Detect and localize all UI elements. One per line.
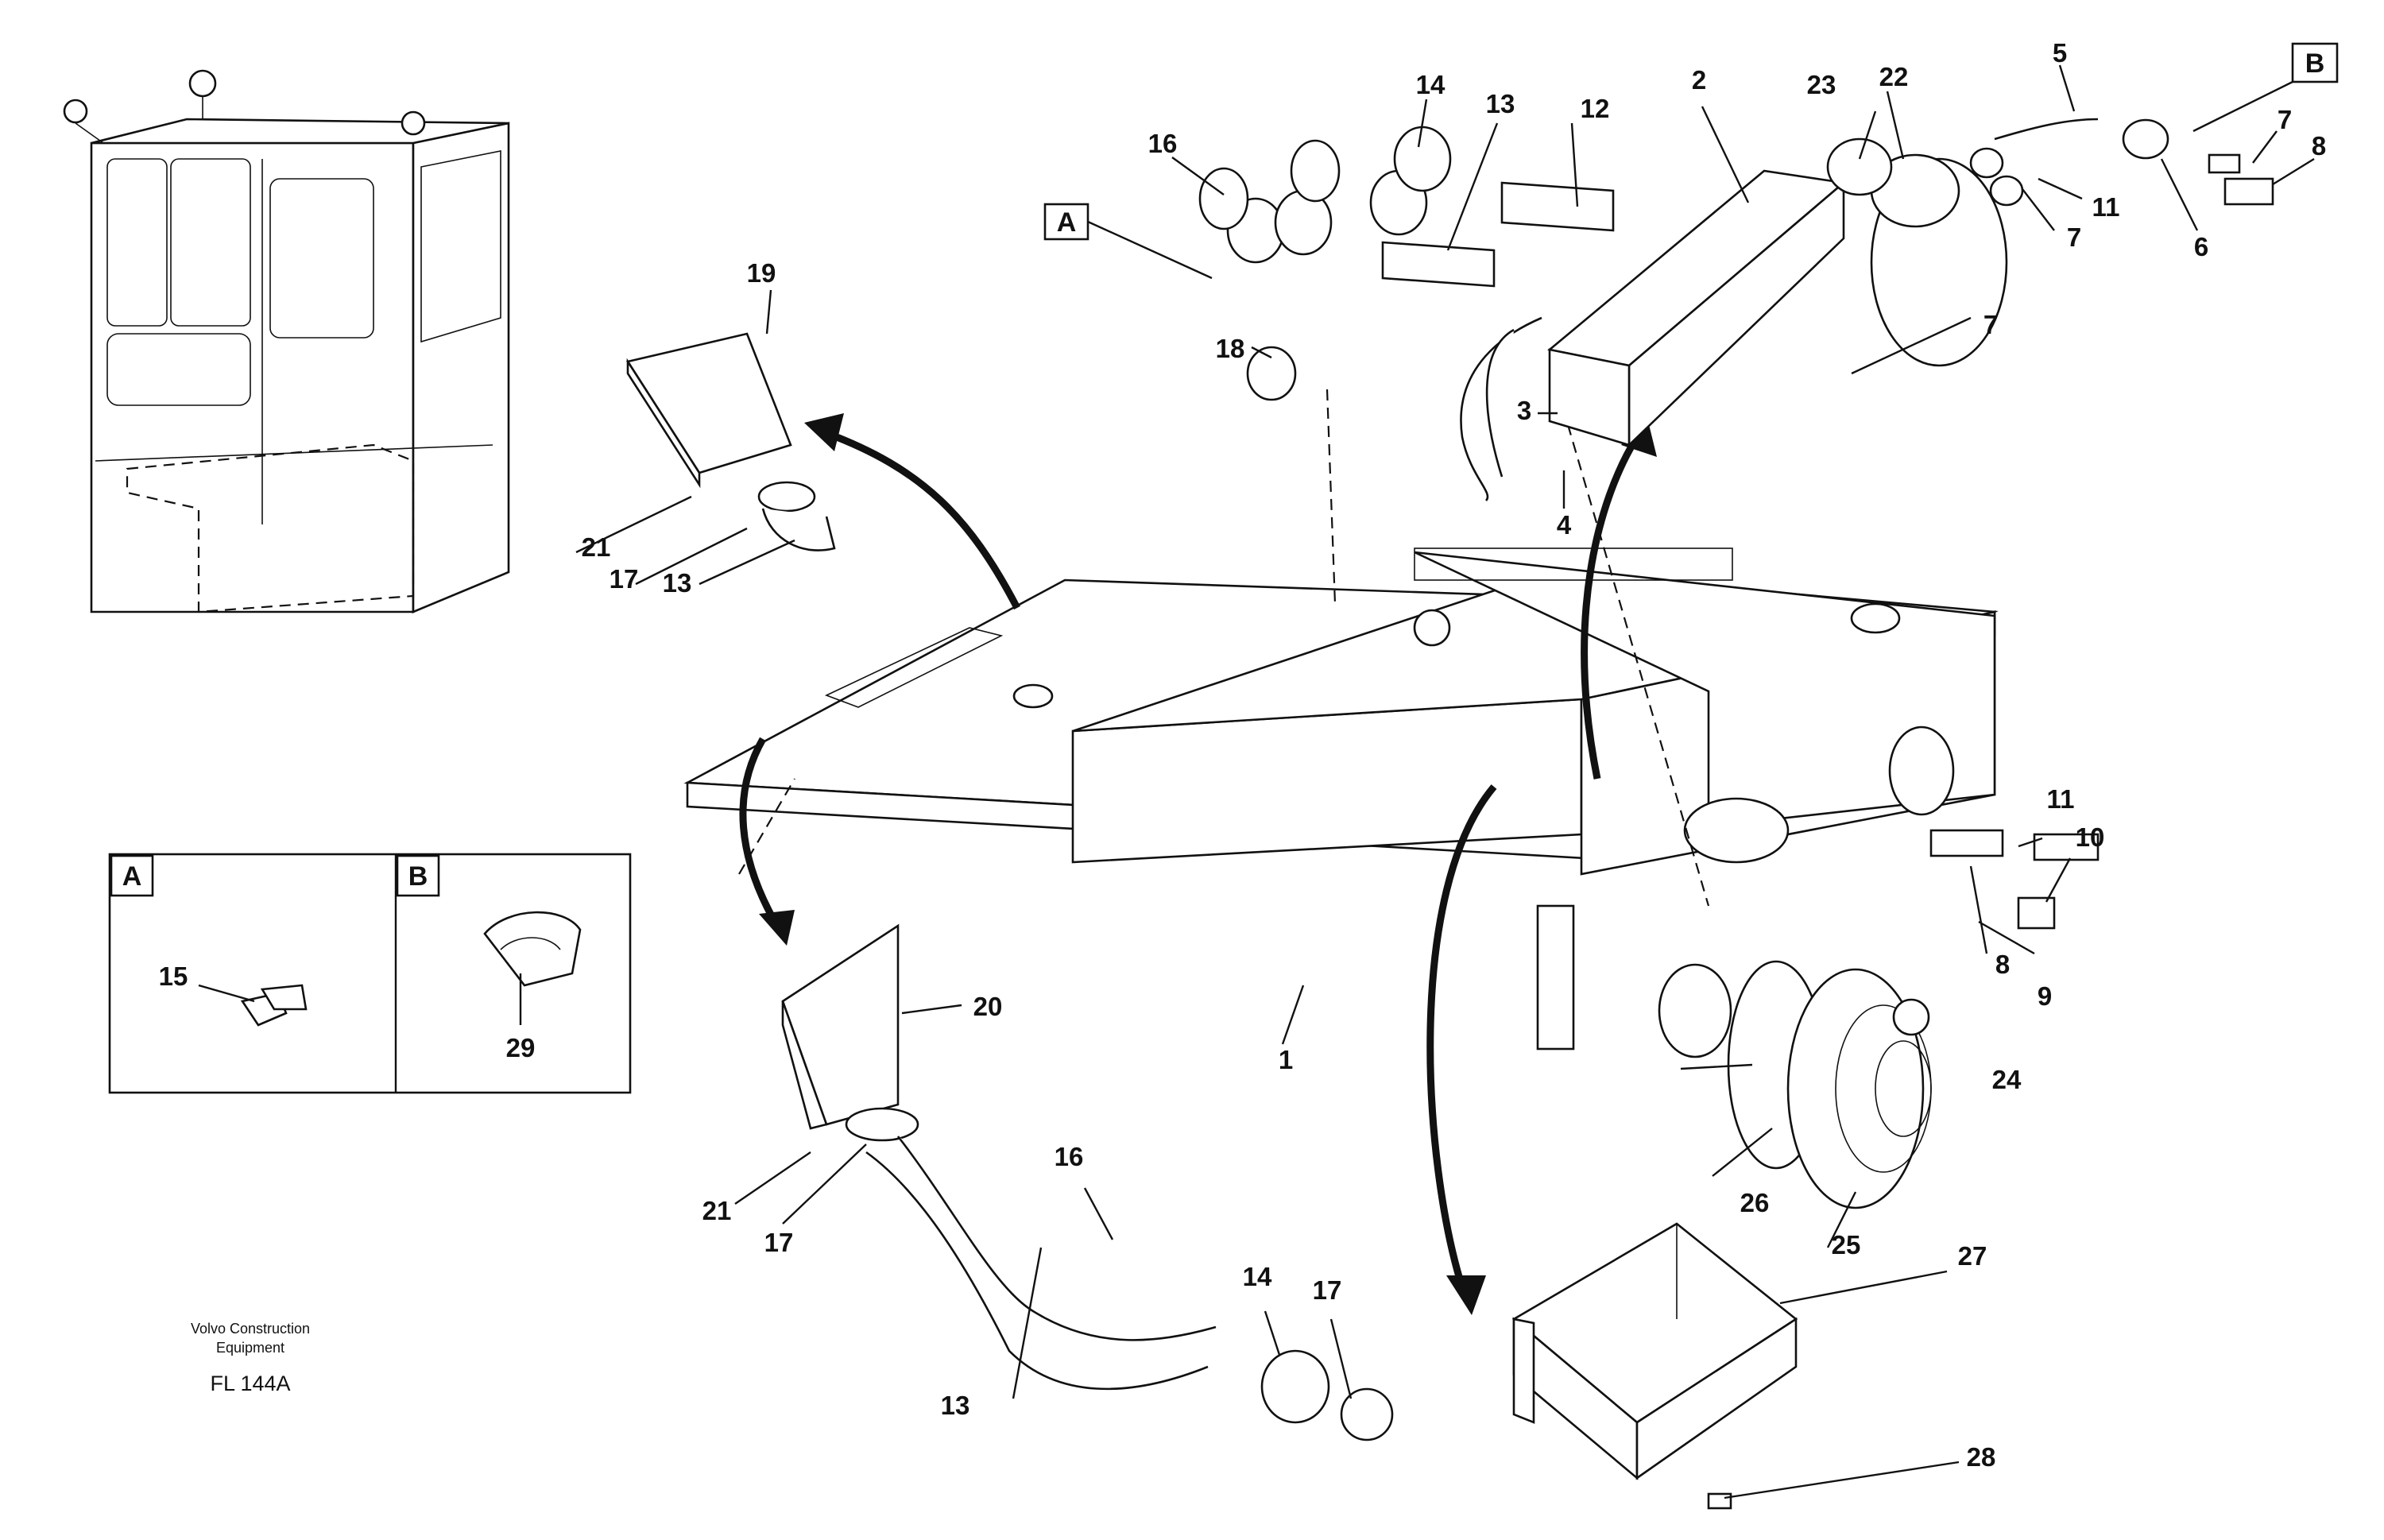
callout-12: 12 <box>1581 94 1610 123</box>
callout-7-clamp: 7 <box>2067 222 2081 252</box>
callout-17-left: 17 <box>610 564 639 594</box>
callout-8-side: 8 <box>1995 950 2010 979</box>
leader-lines <box>198 64 2315 1499</box>
callout-9: 9 <box>2038 981 2052 1011</box>
duct-sleeves-top <box>1198 126 1615 401</box>
operator-cab-illustration <box>63 69 510 613</box>
callout-6: 6 <box>2194 232 2208 261</box>
air-funnel-lower <box>781 923 919 1142</box>
callout-13-left: 13 <box>663 568 692 598</box>
callout-2: 2 <box>1692 65 1706 95</box>
callout-7-heater: 7 <box>1983 310 1998 339</box>
callout-4: 4 <box>1557 510 1572 540</box>
callout-20: 20 <box>973 992 1003 1021</box>
callout-10: 10 <box>2076 822 2105 852</box>
detail-marker-b <box>2192 42 2339 133</box>
callout-27: 27 <box>1958 1241 1987 1271</box>
callout-13-bottom: 13 <box>941 1391 970 1420</box>
storage-tray <box>1511 1222 1798 1510</box>
callout-25: 25 <box>1832 1230 1861 1259</box>
credit-line-2: Equipment <box>216 1340 284 1356</box>
drawing-code: FL 144A <box>210 1372 290 1395</box>
callout-16-bottom: 16 <box>1055 1142 1084 1171</box>
detail-marker-a <box>1043 203 1213 280</box>
bellows-and-ring <box>1727 960 1932 1209</box>
callout-11-top: 11 <box>2092 192 2120 222</box>
callout-14-top: 14 <box>1416 70 1445 99</box>
callout-23: 23 <box>1807 70 1836 99</box>
callout-16-top: 16 <box>1148 129 1178 158</box>
valve-and-hoses <box>1929 118 2274 930</box>
air-funnel-upper <box>625 332 836 551</box>
detail-inset <box>108 853 632 1094</box>
callout-15: 15 <box>159 962 188 991</box>
detail-label-b-main: B <box>2305 48 2325 79</box>
callout-17-bottom: 17 <box>1313 1275 1342 1305</box>
detail-label-a-inset: A <box>122 861 142 892</box>
callout-28: 28 <box>1967 1442 1996 1472</box>
callout-19: 19 <box>747 258 776 288</box>
callout-11-side: 11 <box>2047 784 2075 814</box>
callout-14-bottom: 14 <box>1243 1262 1272 1291</box>
clamp-29-icon <box>483 911 582 987</box>
callout-21-lower: 21 <box>702 1196 732 1225</box>
heater-unit <box>1460 137 2008 501</box>
detail-label-a-main: A <box>1057 207 1077 238</box>
callout-21-left: 21 <box>582 532 611 562</box>
callout-numbers: 1 2 3 4 5 6 7 7 7 8 8 9 10 11 11 12 13 1… <box>159 38 2327 1472</box>
callout-13-top: 13 <box>1486 89 1515 118</box>
callout-1: 1 <box>1279 1045 1293 1074</box>
detail-label-b-inset: B <box>408 861 428 892</box>
callout-29: 29 <box>506 1033 536 1062</box>
callout-5: 5 <box>2053 38 2067 68</box>
callout-7-valve: 7 <box>2278 105 2292 134</box>
callout-26: 26 <box>1740 1188 1770 1217</box>
callout-17-lower: 17 <box>764 1228 794 1257</box>
callout-18: 18 <box>1216 334 1245 363</box>
callout-22: 22 <box>1879 62 1909 91</box>
callout-24: 24 <box>1992 1065 2022 1094</box>
credit-line-1: Volvo Construction <box>191 1321 310 1337</box>
cab-floor-frame <box>683 548 1999 1058</box>
callout-3: 3 <box>1517 396 1531 425</box>
callout-8-top: 8 <box>2312 131 2326 161</box>
